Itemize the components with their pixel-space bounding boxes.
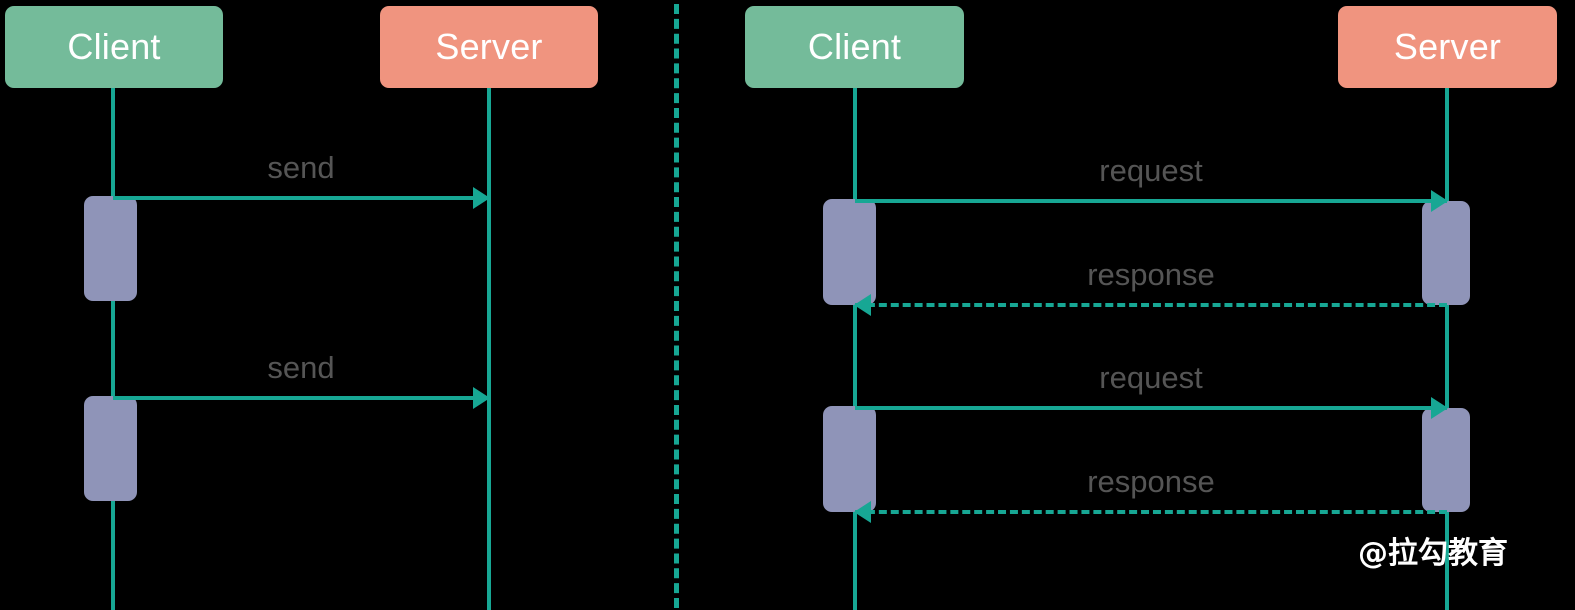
- activation-right-client-2[interactable]: [823, 406, 876, 512]
- message-right-response-2-label: response: [1087, 464, 1215, 499]
- message-left-send-1-line: [113, 196, 489, 200]
- arrowhead-left: [854, 501, 871, 523]
- message-right-request-2-label: request: [1099, 360, 1203, 395]
- message-right-request-1-label: request: [1099, 153, 1203, 188]
- message-left-send-2-label: send: [267, 350, 335, 385]
- lifeline-right-client: [853, 88, 857, 610]
- message-left-send-1-label: send: [267, 150, 335, 185]
- activation-left-client-2[interactable]: [84, 396, 137, 501]
- message-right-request-1-line: [855, 199, 1447, 203]
- participant-left-server-label: Server: [435, 26, 543, 67]
- message-left-send-2-line: [113, 396, 489, 400]
- activation-right-server-1[interactable]: [1422, 201, 1470, 305]
- participant-right-server[interactable]: Server: [1338, 6, 1557, 88]
- arrowhead-right: [473, 387, 490, 409]
- participant-right-client-label: Client: [807, 26, 902, 67]
- participant-right-client[interactable]: Client: [745, 6, 964, 88]
- participant-left-server[interactable]: Server: [380, 6, 598, 88]
- participant-left-client[interactable]: Client: [5, 6, 223, 88]
- arrowhead-left: [854, 294, 871, 316]
- message-right-response-2-line: [855, 510, 1447, 514]
- message-right-response-1-label: response: [1087, 257, 1215, 292]
- watermark: @拉勾教育: [1358, 536, 1508, 571]
- panel-divider: [674, 4, 679, 608]
- activation-left-client-1[interactable]: [84, 196, 137, 301]
- lifeline-right-server: [1445, 88, 1449, 610]
- participant-left-client-label: Client: [67, 26, 161, 67]
- lifeline-left-server: [487, 88, 491, 610]
- message-right-response-1-line: [855, 303, 1447, 307]
- arrowhead-right: [1431, 397, 1448, 419]
- lifeline-left-client: [111, 88, 115, 610]
- activation-right-server-2[interactable]: [1422, 408, 1470, 512]
- arrowhead-right: [1431, 190, 1448, 212]
- message-right-request-2-line: [855, 406, 1447, 410]
- activation-right-client-1[interactable]: [823, 199, 876, 305]
- participant-right-server-label: Server: [1393, 26, 1502, 67]
- arrowhead-right: [473, 187, 490, 209]
